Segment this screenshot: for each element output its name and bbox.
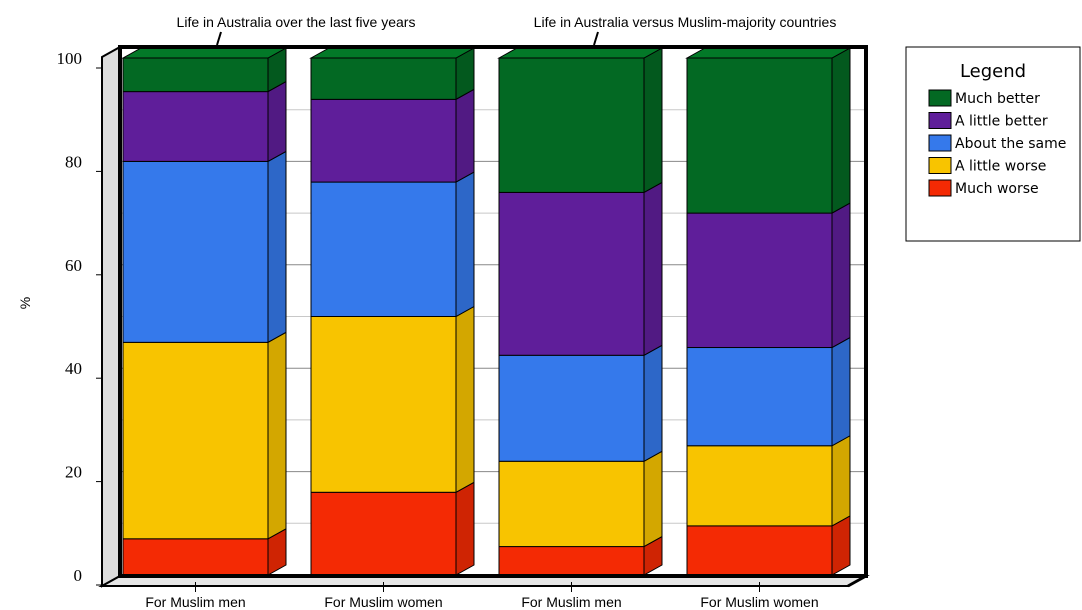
- y-tick-label: 80: [65, 152, 82, 171]
- bar-segment: [310, 491, 457, 576]
- bar-side: [831, 202, 851, 349]
- bar-side: [831, 336, 851, 447]
- bar-segment: [498, 191, 645, 356]
- bar-segment: [498, 57, 645, 193]
- group-label: Life in Australia versus Muslim-majority…: [534, 14, 837, 30]
- group-leader: [216, 31, 222, 46]
- floor-edge: [847, 574, 867, 588]
- y-axis-label: %: [17, 297, 33, 309]
- bar-segment: [686, 212, 833, 349]
- bar-segment: [310, 316, 457, 493]
- category-label: For Muslim women: [700, 594, 818, 610]
- left-wall: [101, 45, 121, 588]
- bar-side: [455, 481, 475, 576]
- legend-entry: Much worse: [955, 181, 1039, 197]
- bar-top: [685, 47, 852, 59]
- bar-side: [831, 434, 851, 527]
- group-leader: [593, 31, 599, 46]
- legend-title: Legend: [960, 61, 1026, 82]
- bar-segment: [310, 98, 457, 183]
- legend-swatch: [928, 89, 952, 107]
- bar-segment: [498, 546, 645, 576]
- legend-swatch: [928, 112, 952, 129]
- bar-side: [455, 171, 475, 318]
- bar-segment: [310, 57, 457, 100]
- bar-side: [643, 450, 663, 548]
- bar-side: [267, 150, 287, 344]
- bar-segment: [310, 181, 457, 317]
- bar-segment: [122, 91, 269, 162]
- bar-segment: [122, 160, 269, 343]
- bar-segment: [686, 445, 833, 527]
- legend-swatch: [928, 134, 952, 152]
- bar-segment: [122, 57, 269, 93]
- bar-segment: [686, 57, 833, 214]
- y-tick-label: 100: [57, 49, 83, 68]
- y-tick-label: 60: [65, 256, 82, 275]
- bar-segment: [122, 341, 269, 540]
- bar-top: [121, 47, 288, 59]
- bar-side: [455, 88, 475, 183]
- bar-segment: [498, 354, 645, 462]
- legend-swatch: [928, 179, 952, 197]
- y-tick-label: 40: [65, 359, 82, 378]
- y-tick-label: 20: [65, 463, 82, 482]
- bar-side: [643, 344, 663, 463]
- bar-segment: [686, 525, 833, 576]
- bar-side: [267, 331, 287, 540]
- bar-segment: [122, 538, 269, 576]
- legend-entry: About the same: [955, 136, 1066, 152]
- y-tick-label: 0: [74, 566, 83, 585]
- bar-side: [643, 47, 663, 194]
- bar-top: [309, 47, 476, 59]
- bar-top: [497, 47, 664, 59]
- bar-side: [643, 181, 663, 357]
- category-label: For Muslim men: [521, 594, 621, 610]
- group-label: Life in Australia over the last five yea…: [177, 14, 416, 30]
- legend-entry: A little worse: [955, 159, 1046, 175]
- bar-segment: [686, 347, 833, 447]
- bar-segment: [498, 460, 645, 548]
- legend-entry: A little better: [955, 114, 1048, 130]
- category-label: For Muslim men: [145, 594, 245, 610]
- bar-side: [455, 305, 475, 494]
- legend-swatch: [928, 157, 952, 174]
- category-label: For Muslim women: [324, 594, 442, 610]
- legend-entry: Much better: [955, 91, 1040, 107]
- bar-side: [831, 47, 851, 214]
- plot-frame: [118, 45, 868, 578]
- bar-side: [267, 80, 287, 163]
